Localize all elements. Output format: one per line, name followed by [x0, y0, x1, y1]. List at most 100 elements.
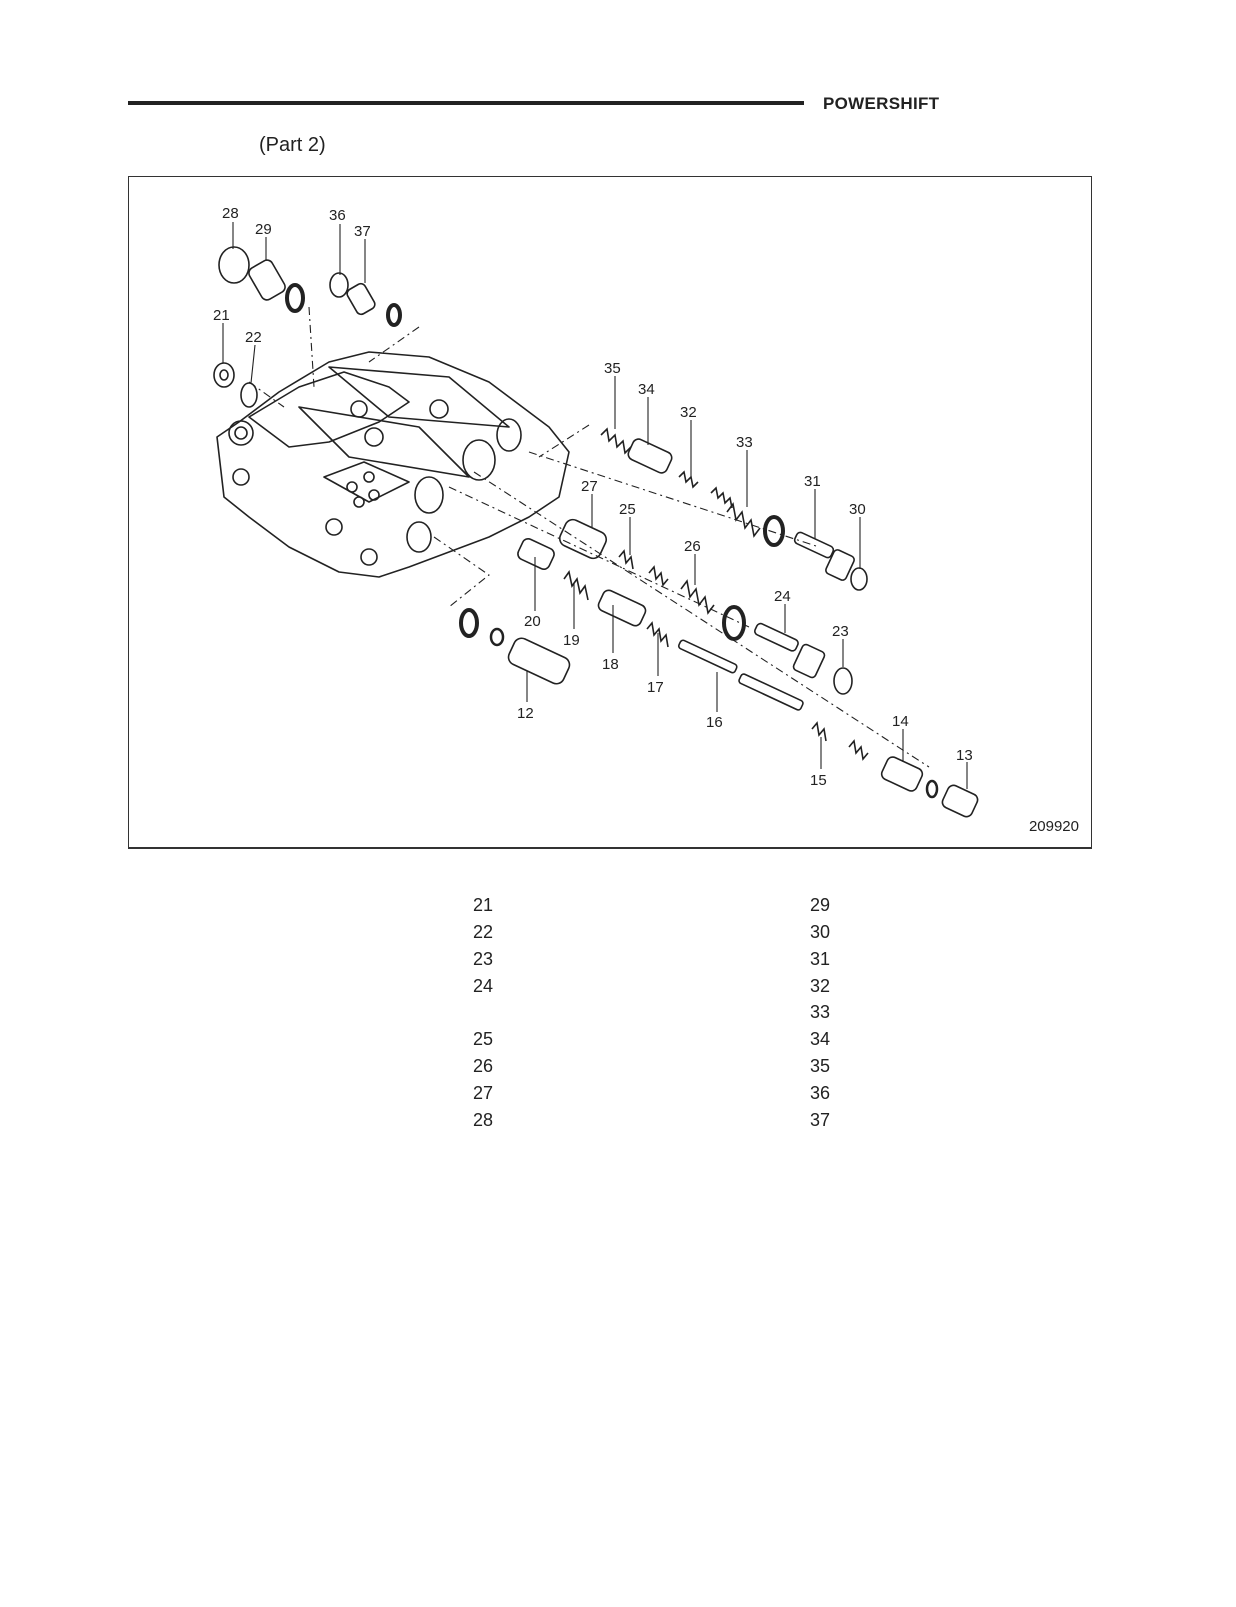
axis-line-1	[308, 306, 315, 388]
mount-hole-8	[360, 548, 378, 566]
part-25-spring-b	[648, 565, 669, 587]
legend-left-item: 25	[473, 1029, 494, 1049]
legend-left-item: 21	[473, 895, 494, 915]
legend-left-item: 24	[473, 976, 494, 996]
header-title: POWERSHIFT	[823, 94, 940, 113]
part-18-spool	[597, 589, 647, 627]
bore-opening-2	[414, 476, 444, 514]
legend-left-item: 27	[473, 1083, 494, 1103]
mount-hole-3	[232, 468, 250, 486]
mount-hole-1	[228, 420, 254, 446]
part-21-washer	[213, 362, 235, 388]
callout-26: 26	[684, 538, 701, 555]
axis-line-7	[528, 451, 820, 548]
part-31-plug-stem	[793, 531, 835, 559]
part-22-snap-ring	[240, 382, 258, 408]
legend-left-item: 22	[473, 922, 494, 942]
callout-36: 36	[329, 207, 346, 224]
part-28-snap-ring	[218, 246, 250, 284]
diagram-drawing: 28 29 36 37 21 22 35 34 32 33 31 30 27 2…	[213, 205, 979, 818]
part-14-sleeve	[880, 756, 924, 792]
callout-31: 31	[804, 473, 821, 490]
valve-body-top-plate	[248, 371, 410, 448]
callout-12: 12	[517, 705, 534, 722]
callout-29: 29	[255, 221, 272, 238]
legend-right-item: 32	[810, 976, 831, 996]
port-plate	[323, 461, 410, 503]
mount-hole-6	[364, 427, 384, 447]
callout-35: 35	[604, 360, 621, 377]
part-24-plug-stem	[754, 622, 799, 652]
part-26-spring	[680, 579, 715, 615]
part-32-spring-b	[710, 486, 733, 509]
legend-right-item: 33	[810, 1002, 831, 1022]
part-12-plug	[507, 637, 571, 685]
legend-right-item: 36	[810, 1083, 831, 1103]
part-24-plug-head	[792, 643, 826, 679]
part-31-plug-head	[825, 549, 855, 581]
callout-25: 25	[619, 501, 636, 518]
legend-left-item: 28	[473, 1110, 494, 1130]
callout-27: 27	[581, 478, 598, 495]
part-16-pin-b	[738, 673, 804, 711]
part-35-spring	[600, 427, 632, 455]
callout-18: 18	[602, 656, 619, 673]
o-ring-14	[925, 779, 939, 799]
legend-left-item: 26	[473, 1056, 494, 1076]
part-25-spring	[618, 549, 634, 570]
callout-13: 13	[956, 747, 973, 764]
part-19-spring	[563, 570, 589, 601]
callout-14: 14	[892, 713, 909, 730]
valve-body-outline	[216, 351, 570, 578]
mount-hole-2	[234, 426, 248, 440]
axis-line-4	[473, 471, 930, 768]
callout-20: 20	[524, 613, 541, 630]
bore-opening-3	[496, 418, 522, 452]
bore-opening-4	[406, 521, 432, 553]
part-16-pin	[677, 639, 738, 674]
part-15-spring	[811, 721, 827, 742]
o-ring-large-2	[722, 605, 746, 641]
callout-34: 34	[638, 381, 655, 398]
o-ring-12-a	[459, 608, 479, 638]
axis-line-2	[368, 326, 420, 363]
callout-28: 28	[222, 205, 239, 222]
callout-33: 33	[736, 434, 753, 451]
part-34-spool	[627, 438, 673, 474]
legend-right-item: 29	[810, 895, 831, 915]
mount-hole-5	[429, 399, 449, 419]
part-37-plug	[346, 282, 376, 316]
port-2	[363, 471, 375, 483]
part-17-spring	[646, 621, 669, 648]
part-15-spring-b	[848, 739, 869, 761]
callout-19: 19	[563, 632, 580, 649]
legend-right-item: 37	[810, 1110, 831, 1130]
callout-21: 21	[213, 307, 230, 324]
part-23-snap-ring	[833, 667, 853, 695]
section-title: (Part 2)	[259, 134, 326, 156]
part-13-plug	[941, 784, 979, 818]
exploded-diagram: 28 29 36 37 21 22 35 34 32 33 31 30 27 2…	[128, 176, 1092, 849]
axis-line-3	[538, 424, 590, 458]
mount-hole-7	[325, 518, 343, 536]
legend-right-item: 34	[810, 1029, 831, 1049]
part-37-o-ring	[386, 303, 402, 327]
callout-15: 15	[810, 772, 827, 789]
callout-22: 22	[245, 329, 262, 346]
part-29-plug	[248, 259, 286, 301]
legend-right-item: 31	[810, 949, 831, 969]
callout-16: 16	[706, 714, 723, 731]
axis-line-5	[433, 536, 490, 608]
callout-30: 30	[849, 501, 866, 518]
o-ring-large-1	[763, 515, 785, 547]
callout-24: 24	[774, 588, 791, 605]
part-29-o-ring	[285, 283, 305, 313]
callout-32: 32	[680, 404, 697, 421]
valve-body-bore-1	[328, 366, 510, 428]
legend-right-item: 35	[810, 1056, 831, 1076]
legend-left-item: 23	[473, 949, 494, 969]
callout-23: 23	[832, 623, 849, 640]
part-36-snap-ring	[329, 272, 349, 298]
o-ring-12-b	[489, 627, 505, 647]
header-rule	[128, 101, 804, 105]
